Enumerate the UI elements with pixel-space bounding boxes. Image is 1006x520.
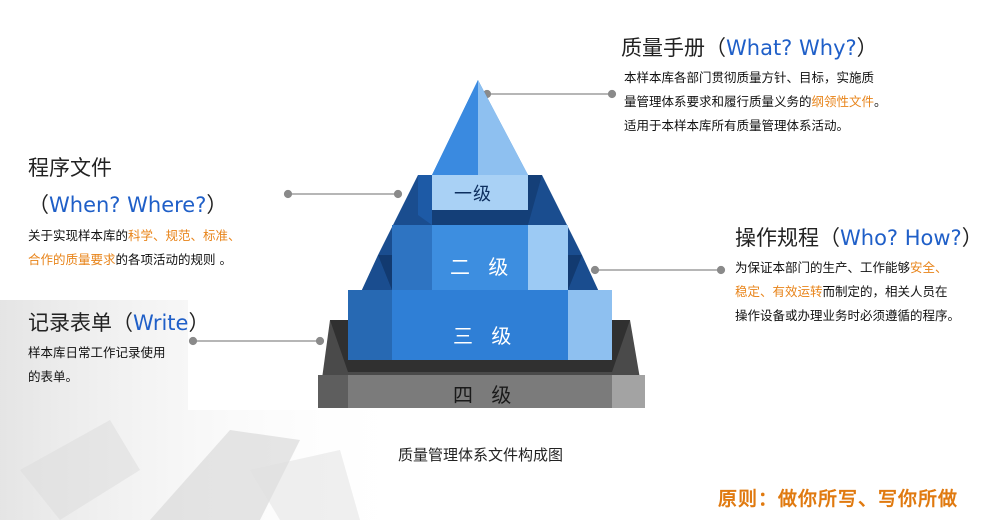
manual-title: 质量手册（What? Why?） bbox=[621, 36, 878, 60]
procedure-description: 关于实现样本库的科学、规范、标准、 合作的质量要求的各项活动的规则 。 bbox=[28, 228, 241, 267]
operation-title: 操作规程（Who? How?） bbox=[735, 226, 983, 250]
pyramid-level-1 bbox=[418, 80, 528, 225]
level-2-label: 二 级 bbox=[450, 255, 515, 279]
pyramid-level-2 bbox=[378, 175, 582, 290]
level-3-label: 三 级 bbox=[453, 324, 518, 348]
procedure-title: 程序文件 bbox=[28, 156, 112, 180]
record-title: 记录表单（Write） bbox=[28, 311, 210, 335]
operation-description: 为保证本部门的生产、工作能够安全、 稳定、有效运转而制定的，相关人员在 操作设备… bbox=[735, 260, 961, 323]
diagram-caption: 质量管理体系文件构成图 bbox=[398, 446, 564, 464]
principle-motto: 原则：做你所写、写你所做 bbox=[718, 488, 959, 510]
manual-description: 本样本库各部门贯彻质量方针、目标，实施质 量管理体系要求和履行质量义务的纲领性文… bbox=[624, 70, 887, 133]
record-description: 样本库日常工作记录使用 的表单。 bbox=[28, 345, 166, 384]
level-1-label: 一级 bbox=[454, 184, 492, 205]
level-4-label: 四 级 bbox=[453, 383, 518, 407]
procedure-subtitle: （When? Where?） bbox=[28, 193, 228, 217]
